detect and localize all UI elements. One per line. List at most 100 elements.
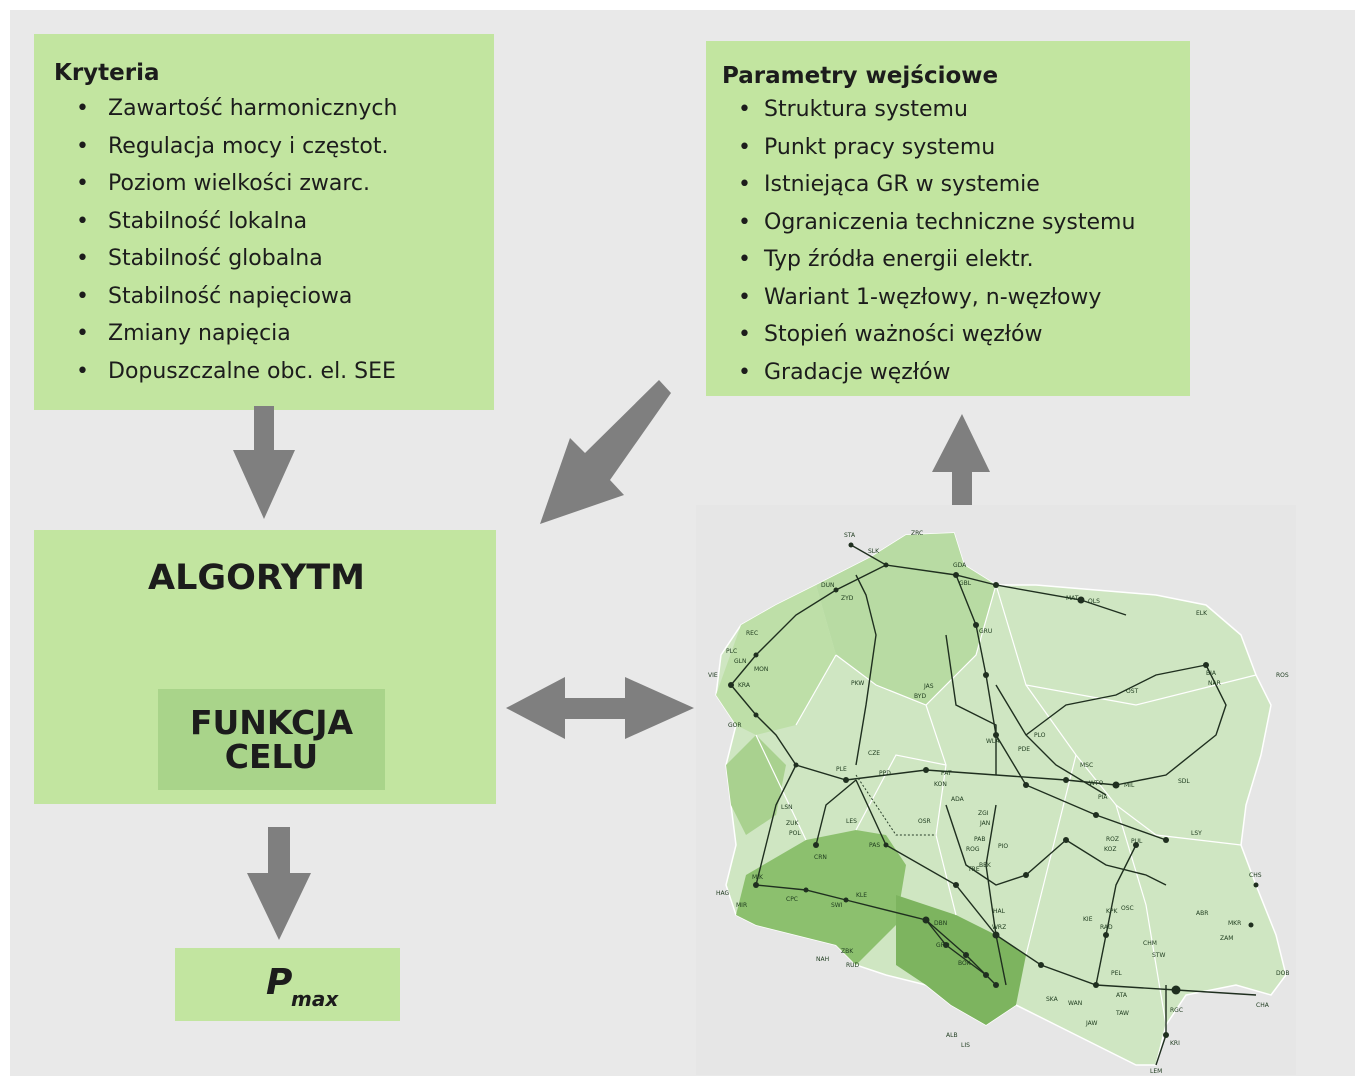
map-label: PLC <box>726 648 737 655</box>
node <box>953 882 959 888</box>
arrow-criteria-to-algorithm <box>233 406 295 519</box>
objective-function-line2: CELU <box>224 737 319 776</box>
node <box>1171 985 1181 995</box>
map-label: ZRC <box>911 530 923 537</box>
map-label: OST <box>1126 688 1139 695</box>
map-label: BYD <box>914 693 926 700</box>
criteria-item: •Zmiany napięcia <box>76 321 291 346</box>
map-label: ROG <box>966 846 980 853</box>
node <box>1253 882 1259 888</box>
map-label: LIS <box>961 1042 970 1049</box>
map-label: KON <box>934 781 947 788</box>
pmax-symbol: P <box>266 962 293 1003</box>
map-label: ZYD <box>841 595 854 602</box>
criteria-title: Kryteria <box>54 60 160 86</box>
node <box>753 882 759 888</box>
arrow-parameters-to-algorithm <box>540 380 671 524</box>
objective-function-box: FUNKCJA CELU <box>158 689 385 790</box>
map-label: KPK <box>1106 908 1119 915</box>
node <box>993 582 999 588</box>
criteria-item: •Stabilność napięciowa <box>76 283 353 309</box>
map-label: SLK <box>868 548 880 555</box>
node <box>953 572 959 578</box>
map-label: KRA <box>738 682 751 689</box>
map-label: TAW <box>1115 1010 1129 1017</box>
map-label: DBN <box>934 920 947 927</box>
map-label: WRZ <box>992 924 1006 931</box>
map-label: KLE <box>856 892 867 899</box>
map-label: GBL <box>959 580 972 587</box>
node <box>1063 837 1069 843</box>
map-label: KIE <box>1083 916 1093 923</box>
node <box>1248 922 1254 928</box>
map-label: LES <box>846 818 857 825</box>
map-label: HAG <box>716 890 730 897</box>
map-label: PLO <box>1034 732 1046 739</box>
map-label: PPD <box>879 770 891 777</box>
map-label: OSC <box>1121 905 1134 912</box>
region-west-north <box>716 585 836 735</box>
node <box>993 732 999 738</box>
map-label: RAD <box>1100 924 1113 931</box>
region-west <box>726 735 786 835</box>
map-label: ZGI <box>978 810 989 817</box>
map-label: SKA <box>1046 996 1059 1003</box>
map-label: MKR <box>1228 920 1241 927</box>
parameters-list: •Struktura systemu •Punkt pracy systemu … <box>722 91 1190 391</box>
map-label: DOB <box>1276 970 1289 977</box>
map-label: JAN <box>979 820 990 827</box>
map-label: VIE <box>708 672 718 679</box>
map-label: GOR <box>728 722 742 729</box>
map-label: LSY <box>1191 830 1202 837</box>
map-label: REC <box>746 630 758 637</box>
parameters-item: •Istniejąca GR w systemie <box>738 172 1040 197</box>
map-label: NAR <box>1208 680 1221 687</box>
parameters-item: •Ograniczenia techniczne systemu <box>738 209 1136 235</box>
map-label: LSN <box>781 804 793 811</box>
node <box>1203 662 1209 668</box>
map-label: ROS <box>1276 672 1289 679</box>
map-label: PLE <box>836 766 847 773</box>
map-label: DUN <box>821 582 835 589</box>
criteria-box: Kryteria •Zawartość harmonicznych •Regul… <box>34 34 494 410</box>
map-label: MIK <box>752 874 764 881</box>
map-label: KRI <box>1170 1040 1180 1047</box>
node <box>728 682 734 688</box>
node <box>1023 872 1029 878</box>
map-label: SWI <box>831 902 843 909</box>
map-label: RUD <box>846 962 860 969</box>
node <box>1063 777 1069 783</box>
map-label: ABR <box>1196 910 1208 917</box>
node <box>943 942 949 948</box>
map-label: WAN <box>1068 1000 1082 1007</box>
map-label: ATA <box>1116 992 1128 999</box>
map-label: BOK <box>958 960 972 967</box>
node <box>992 931 1000 939</box>
map-label: MSC <box>1080 762 1093 769</box>
map-label: ROZ <box>1106 836 1119 843</box>
node <box>833 587 839 593</box>
map-label: JAW <box>1085 1020 1097 1027</box>
node <box>883 842 889 848</box>
pmax-box: P max <box>175 948 400 1021</box>
map-label: RGC <box>1170 1007 1183 1014</box>
node <box>983 972 989 978</box>
node <box>1163 1032 1169 1038</box>
algorithm-box: ALGORYTM FUNKCJA CELU <box>34 530 496 804</box>
objective-function-line1: FUNKCJA <box>189 703 354 742</box>
node <box>1093 982 1099 988</box>
map-label: PIA <box>1098 794 1108 801</box>
map-label: ALB <box>946 1032 958 1039</box>
substations <box>728 542 1259 1038</box>
arrow-map-to-parameters <box>932 414 990 506</box>
map-label: CZE <box>868 750 880 757</box>
map-label: POL <box>789 830 801 837</box>
node <box>1093 812 1099 818</box>
map-label: LEM <box>1150 1068 1162 1075</box>
criteria-item: •Stabilność lokalna <box>76 208 308 234</box>
map-label: PKW <box>851 680 864 687</box>
node <box>843 777 849 783</box>
node <box>963 952 969 958</box>
map-label: ZBK <box>841 948 854 955</box>
map-label: NAH <box>816 956 829 963</box>
